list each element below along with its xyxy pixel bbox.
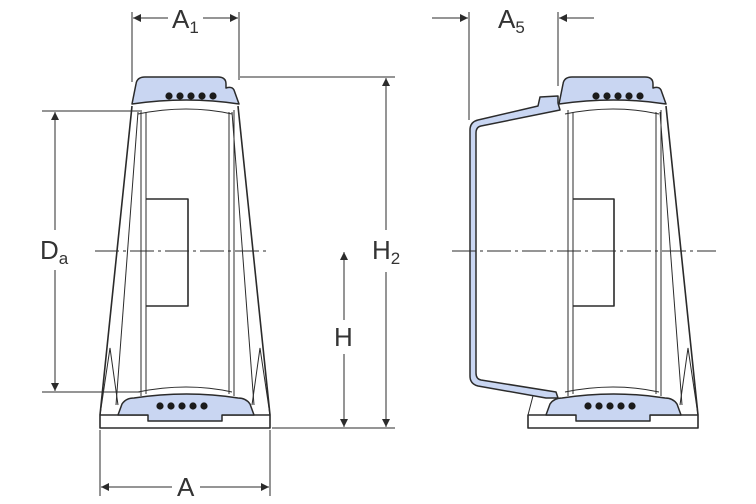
right-bottom-ring-inner [564, 386, 660, 393]
label-a1: A1 [172, 4, 199, 37]
dimension-lines [42, 12, 594, 496]
right-view [452, 76, 716, 429]
label-a: A [177, 472, 195, 502]
left-housing-outer-left [99, 105, 133, 416]
left-view [95, 76, 271, 429]
left-foot-right [251, 347, 271, 416]
right-shaft-stub [573, 198, 615, 307]
label-da: Da [40, 235, 69, 268]
label-h2: H2 [372, 235, 400, 268]
left-foot-left [99, 347, 119, 416]
left-top-ring [131, 76, 240, 105]
left-bottom-ring [117, 393, 255, 422]
left-bottom-ring-inner [137, 386, 233, 393]
right-housing-outer-right [665, 105, 699, 416]
left-housing-outer-right [237, 105, 271, 416]
right-foot-right [679, 347, 699, 416]
label-h: H [334, 322, 353, 352]
right-bottom-ring [545, 393, 682, 422]
left-top-balls [165, 92, 217, 100]
right-top-ring [558, 76, 667, 105]
right-end-cover [469, 95, 561, 399]
dimension-labels: A1 A5 Da H2 H A [40, 4, 525, 502]
left-housing-inner-left [115, 111, 139, 406]
left-top-ring-inner [137, 108, 233, 115]
right-bottom-balls [584, 402, 636, 410]
right-housing-inner-right [659, 111, 683, 406]
left-bottom-balls [156, 402, 208, 410]
right-top-ring-inner [564, 108, 660, 115]
label-a5: A5 [498, 4, 525, 37]
left-shaft-stub [146, 198, 189, 307]
left-housing-inner-right [231, 111, 255, 406]
right-top-balls [592, 92, 644, 100]
